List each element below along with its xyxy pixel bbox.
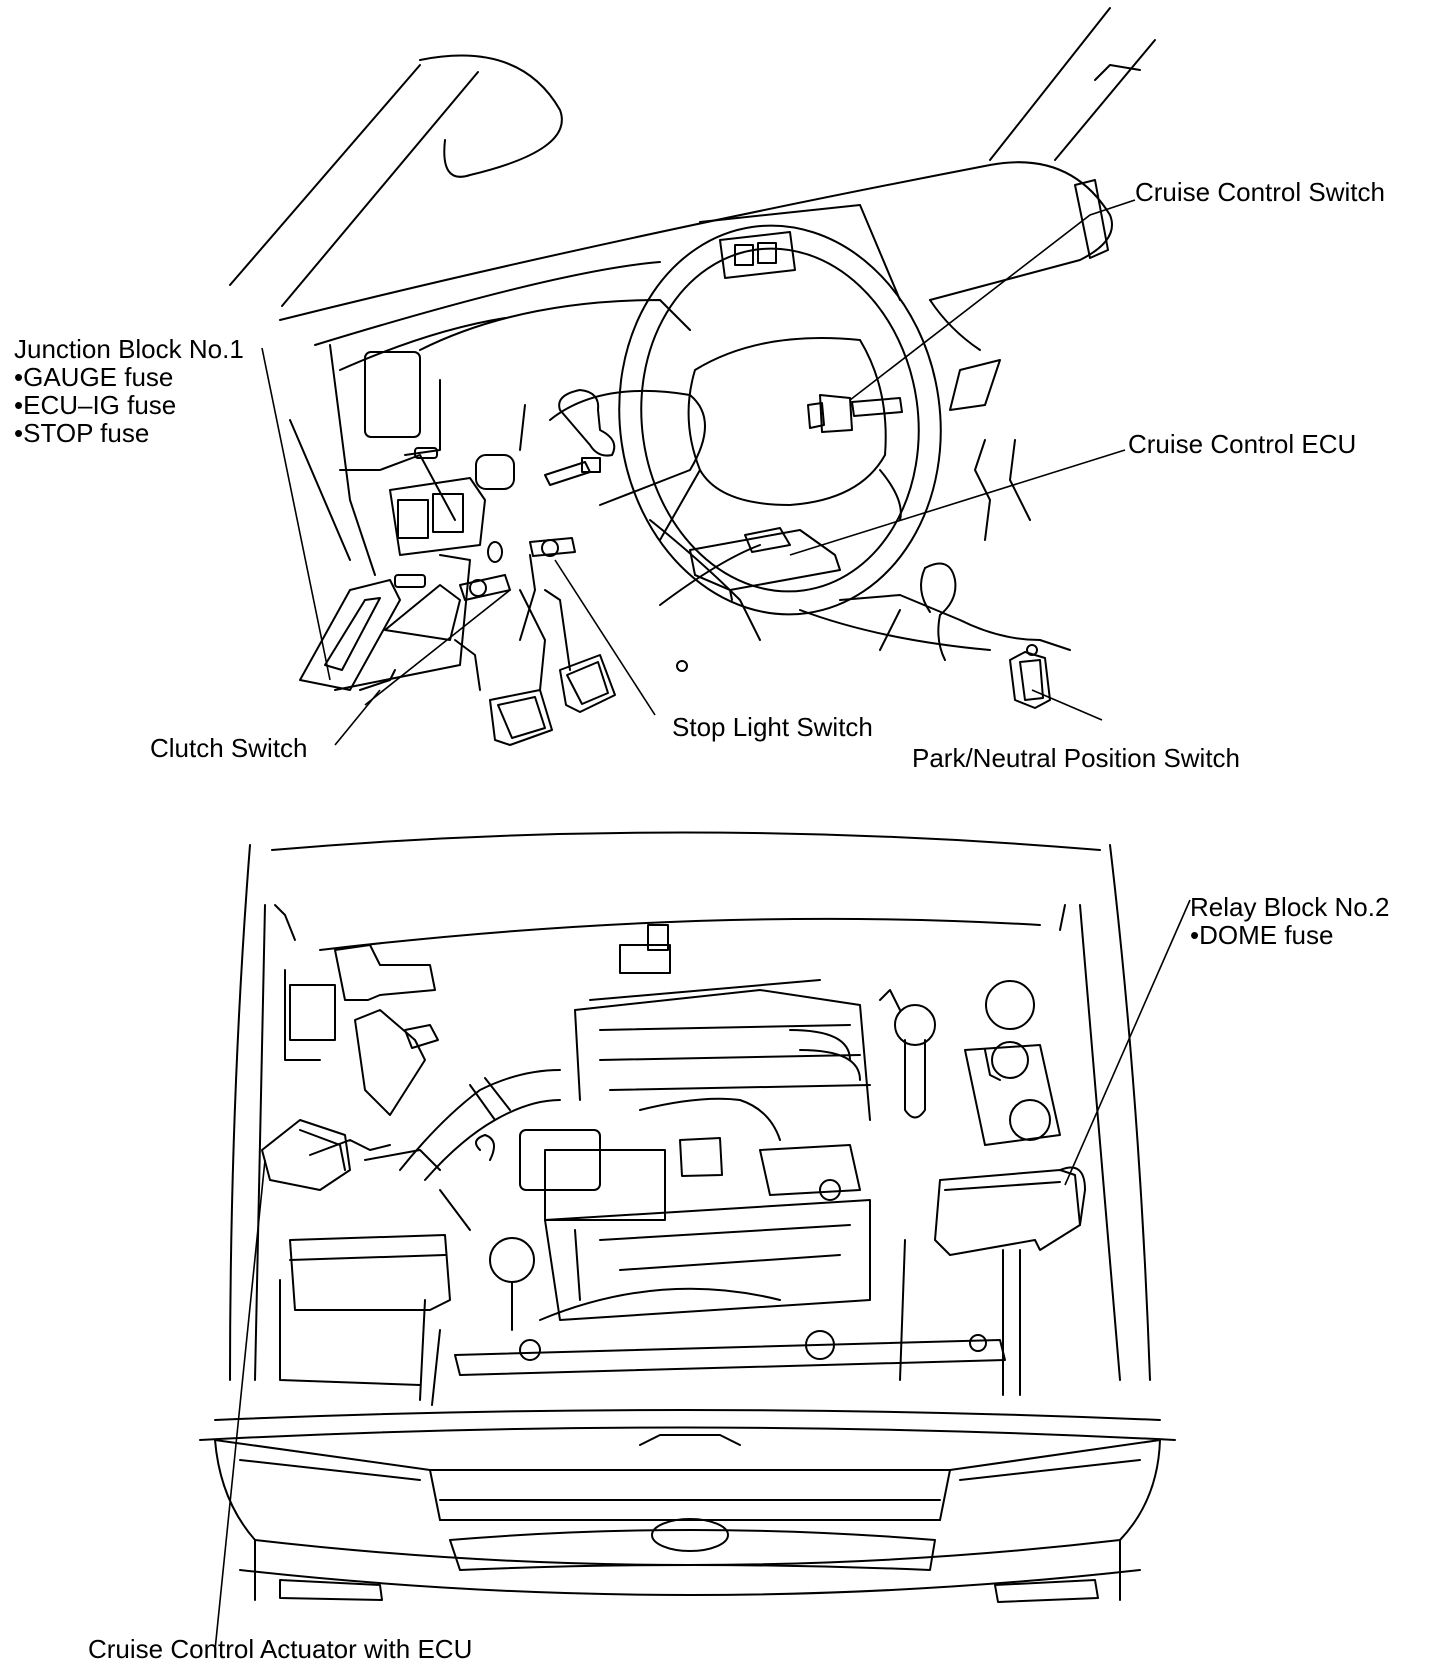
cruise-control-ecu-label: Cruise Control ECU xyxy=(1128,429,1357,459)
ecu-ig-fuse-label: •ECU–IG fuse xyxy=(14,390,177,420)
dashboard-illustration xyxy=(229,7,1156,746)
leader-lines xyxy=(214,199,1191,1651)
relay-block-title: Relay Block No.2 xyxy=(1190,892,1390,922)
engine-bay-illustration xyxy=(199,831,1176,1603)
clutch-switch-label: Clutch Switch xyxy=(150,733,308,763)
stop-fuse-label: •STOP fuse xyxy=(14,418,150,448)
relay-block-label: Relay Block No.2 •DOME fuse xyxy=(1190,893,1389,949)
gauge-fuse-label: •GAUGE fuse xyxy=(14,362,174,392)
stop-light-switch-label: Stop Light Switch xyxy=(672,712,873,742)
actuator-label: Cruise Control Actuator with ECU xyxy=(88,1634,473,1664)
park-neutral-switch-label: Park/Neutral Position Switch xyxy=(912,743,1241,773)
dome-fuse-label: •DOME fuse xyxy=(1190,920,1334,950)
junction-block-title: Junction Block No.1 xyxy=(14,334,244,364)
cruise-control-switch-label: Cruise Control Switch xyxy=(1135,177,1385,207)
junction-block-label: Junction Block No.1 •GAUGE fuse •ECU–IG … xyxy=(14,335,244,447)
